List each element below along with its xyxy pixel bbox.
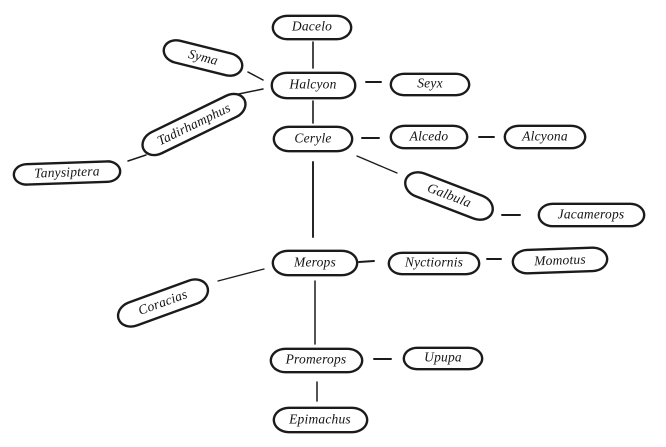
node-label-upupa: Upupa [424,349,462,365]
node-momotus: Momotus [511,245,609,275]
node-label-dacelo: Dacelo [291,18,333,34]
edge-tanysiptera-tadirhamphus [127,154,147,162]
node-label-tanysiptera: Tanysiptera [33,163,100,181]
edge-syma-halcyon [247,71,264,81]
node-label-nyctiornis: Nyctiornis [404,254,464,270]
node-alcedo: Alcedo [390,125,468,149]
edge-coracias-merops [217,268,265,282]
node-promerops: Promerops [269,347,363,373]
node-label-jacamerops: Jacamerops [557,206,625,222]
node-label-epimachus: Epimachus [289,411,351,427]
node-label-syma: Syma [186,46,220,68]
node-ceryle: Ceryle [273,126,353,152]
node-alcyona: Alcyona [504,125,586,149]
node-tanysiptera: Tanysiptera [12,160,122,186]
node-seyx: Seyx [390,72,470,96]
node-jacamerops: Jacamerops [537,203,645,227]
node-dacelo: Dacelo [272,14,352,40]
edge-ceryle-galbula [356,155,398,174]
node-label-merops: Merops [294,254,336,270]
node-merops: Merops [272,250,358,276]
node-label-alcedo: Alcedo [409,128,449,144]
node-label-alcyona: Alcyona [522,128,568,144]
node-upupa: Upupa [403,346,483,370]
node-label-halcyon: Halcyon [289,76,337,92]
node-epimachus: Epimachus [272,407,368,433]
node-halcyon: Halcyon [270,71,356,99]
node-label-seyx: Seyx [417,75,443,91]
node-label-momotus: Momotus [533,250,587,268]
node-nyctiornis: Nyctiornis [388,251,480,275]
node-label-promerops: Promerops [285,351,347,367]
edge-merops-nyctiornis [358,260,375,263]
node-label-ceryle: Ceryle [294,130,332,146]
